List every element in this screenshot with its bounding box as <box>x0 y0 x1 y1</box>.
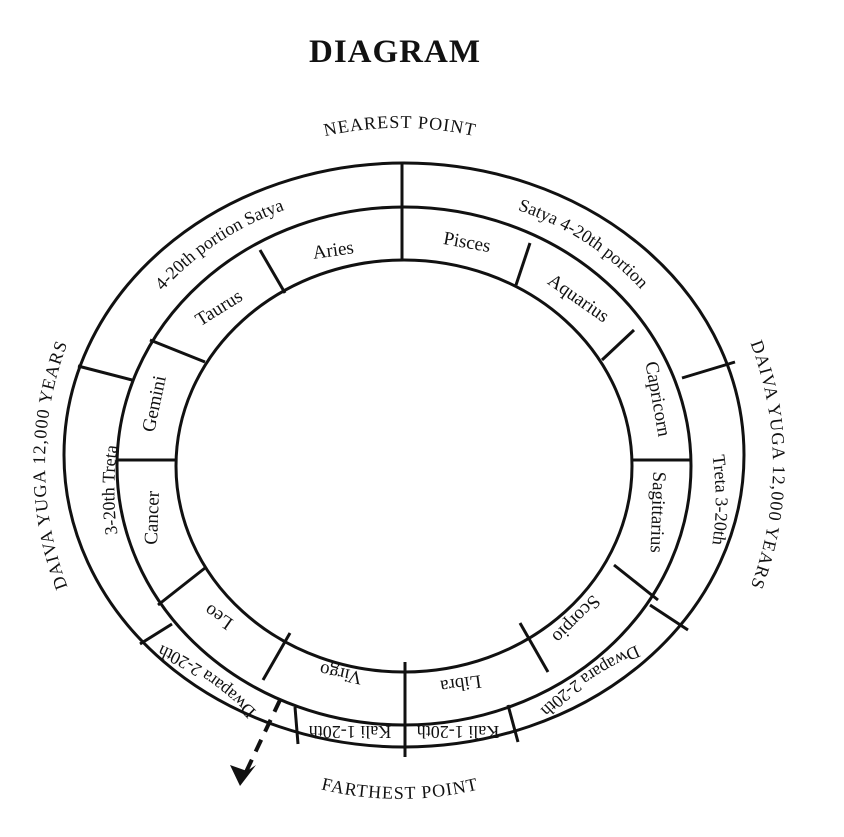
sign-gemini: Gemini <box>138 374 170 434</box>
divider-virgo-leo <box>261 632 292 681</box>
divider-gemini-taurus <box>149 338 206 364</box>
divider-sagittarius-scorpio <box>613 563 659 602</box>
sign-cancer: Cancer <box>141 490 164 545</box>
sign-dividers <box>118 207 690 725</box>
divider-treta-satya-right <box>681 360 736 380</box>
treta-right-label: Treta 3-20th <box>709 454 732 547</box>
sign-pisces: Pisces <box>442 228 492 257</box>
yuga-labels: 4-20th portion Satya Satya 4-20th portio… <box>98 195 731 742</box>
sign-virgo: Virgo <box>318 659 364 688</box>
arrow-shaft <box>244 699 282 773</box>
divider-leo-cancer <box>157 566 206 607</box>
divider-scorpio-libra <box>518 622 550 673</box>
yuga-dividers <box>77 164 736 757</box>
divider-dwapara-kali-left <box>293 706 300 745</box>
divider-satya-treta-left <box>77 364 133 382</box>
kali-right-label: Kali 1-20th <box>417 722 500 742</box>
treta-left-label: 3-20th Treta <box>98 444 121 536</box>
satya-right-label: Satya 4-20th portion <box>516 195 652 292</box>
arrow-head-icon <box>230 765 256 786</box>
sign-aries: Aries <box>311 237 355 264</box>
divider-kali-dwapara-right <box>506 704 520 743</box>
middle-ring <box>115 205 693 727</box>
divider-dwapara-treta-right <box>649 603 689 632</box>
nearest-point-label: NEAREST POINT <box>322 112 479 140</box>
page-title: DIAGRAM <box>309 34 481 70</box>
sign-sagittarius: Sagittarius <box>646 471 670 553</box>
kali-left-label: Kali 1-20th <box>309 722 392 742</box>
dashed-arrow <box>230 699 282 786</box>
sign-labels: Aries Pisces Aquarius Capricorn Sagittar… <box>138 228 674 697</box>
divider-pisces-aquarius <box>514 242 532 286</box>
outer-labels: NEAREST POINT FARTHEST POINT DAIVA YUGA … <box>29 112 789 803</box>
sign-capricorn: Capricorn <box>640 360 674 439</box>
sign-leo: Leo <box>201 599 237 633</box>
divider-treta-dwapara-left <box>139 622 173 646</box>
divider-aquarius-capricorn <box>600 328 636 362</box>
dwapara-right-label: Dwapara 2-20th <box>537 642 643 722</box>
divider-taurus-aries <box>258 249 287 294</box>
sign-libra: Libra <box>438 670 482 697</box>
inner-ring <box>174 258 634 674</box>
farthest-point-label: FARTHEST POINT <box>320 774 480 803</box>
right-cycle-label: DAIVA YUGA 12,000 YEARS <box>747 337 789 592</box>
